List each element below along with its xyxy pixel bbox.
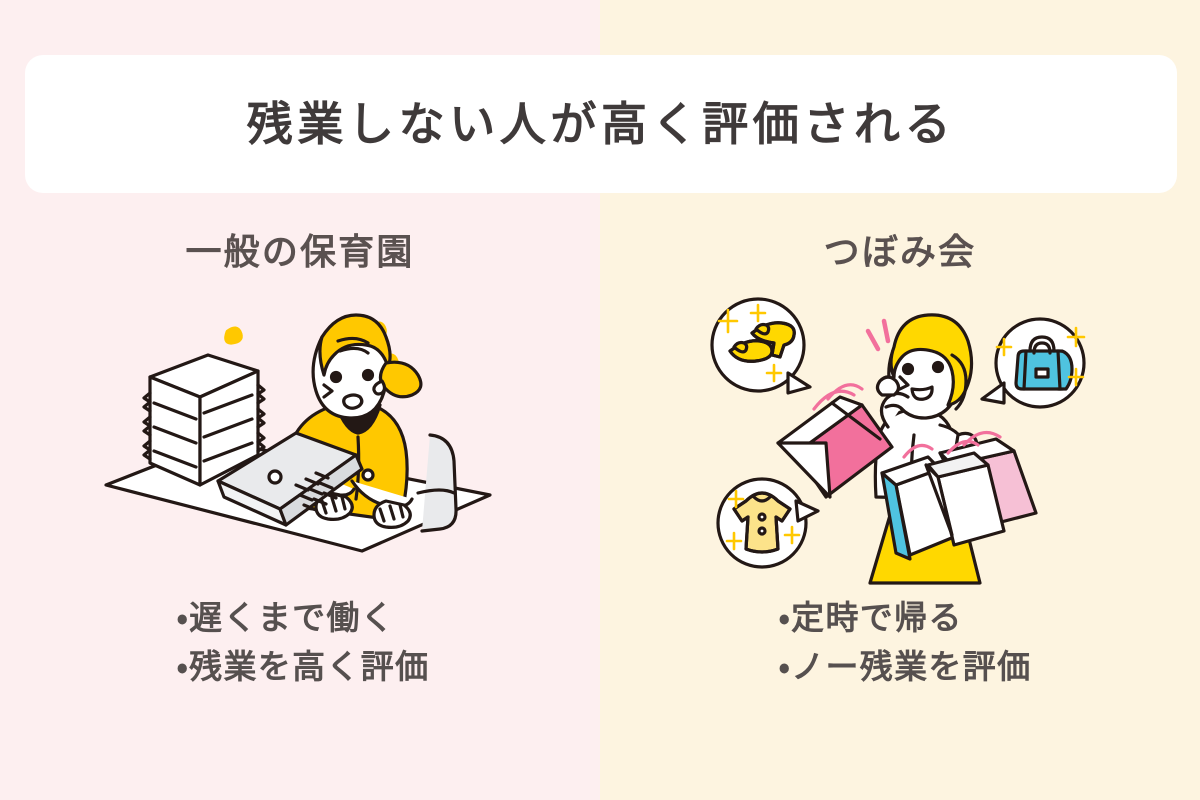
dress-bubble-icon	[716, 477, 820, 569]
list-item: ・遅くまで働く	[176, 598, 396, 637]
shopping-bag-blue-icon	[880, 443, 956, 561]
woman-head	[311, 313, 423, 420]
paper-stack-icon	[142, 353, 266, 487]
page-title: 残業しない人が高く評価される	[246, 97, 956, 151]
shopping-bag-front-white-icon	[924, 439, 1006, 547]
handbag-bubble-icon	[980, 317, 1086, 409]
column-heading-left: 一般の保育園	[185, 232, 415, 273]
office-chair-icon	[416, 433, 458, 533]
happy-woman-shopping-illustration	[700, 285, 1100, 585]
list-item: ・ノー残業を評価	[778, 646, 1032, 686]
column-general-nursery: 一般の保育園	[0, 193, 600, 800]
title-card: 残業しない人が高く評価される	[25, 55, 1177, 193]
sweat-drop-icon	[372, 379, 387, 396]
column-tsubomikai: つぼみ会	[600, 193, 1200, 800]
tired-woman-at-laptop-illustration	[100, 285, 500, 585]
sparkle-icon	[717, 303, 783, 383]
shopping-bag-pink-icon	[776, 383, 894, 499]
bullet-list-left: ・遅くまで働く ・残業を高く評価	[171, 598, 430, 687]
sparkle-icon	[995, 326, 1086, 387]
sparkle-icon	[725, 489, 801, 551]
joy-marks-icon	[865, 318, 891, 352]
shoes-bubble-icon	[710, 297, 812, 395]
list-item: ・残業を高く評価	[176, 646, 430, 686]
bullet-list-right: ・定時で帰る ・ノー残業を評価	[769, 598, 1032, 687]
comparison-columns: 一般の保育園	[0, 193, 1200, 800]
column-heading-right: つぼみ会	[823, 232, 977, 273]
laptop-icon	[216, 431, 364, 527]
list-item: ・定時で帰る	[778, 598, 963, 637]
